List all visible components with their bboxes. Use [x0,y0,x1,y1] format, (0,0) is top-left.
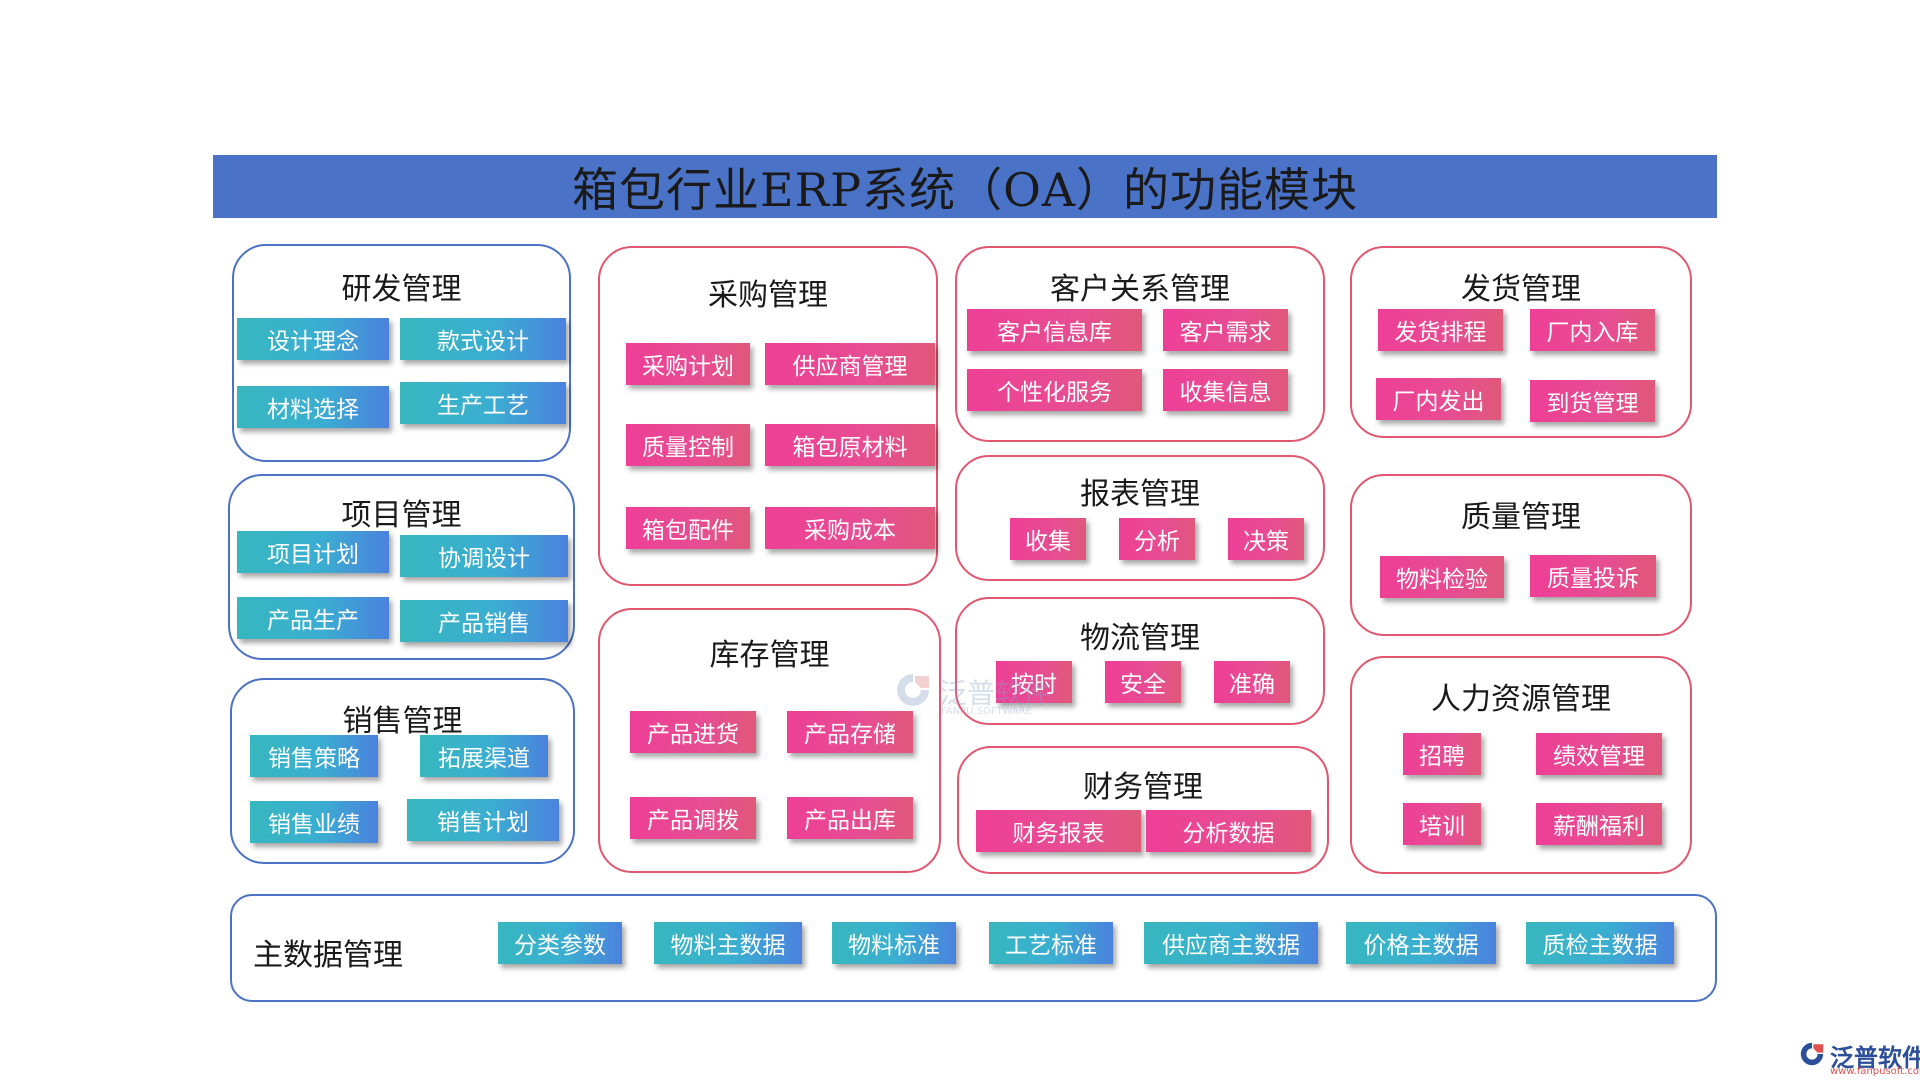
tag-hr-salary[interactable]: 薪酬福利 [1536,803,1662,845]
tag-master-material[interactable]: 物料主数据 [654,922,802,964]
tag-purchase-plan[interactable]: 采购计划 [626,343,750,385]
tag-sales-plan[interactable]: 销售计划 [407,799,559,841]
tag-quality-complaint[interactable]: 质量投诉 [1530,555,1656,597]
brand-name: 泛普软件 [1830,1043,1920,1072]
tag-sales-channel[interactable]: 拓展渠道 [420,735,548,777]
tag-crm-info[interactable]: 客户信息库 [967,309,1142,351]
panel-quality: 质量管理 [1350,474,1692,636]
tag-purchase-parts[interactable]: 箱包配件 [626,507,750,549]
tag-purchase-supplier[interactable]: 供应商管理 [765,343,935,385]
tag-shipping-schedule[interactable]: 发货排程 [1378,309,1503,351]
tag-shipping-factory-out[interactable]: 厂内发出 [1376,378,1501,420]
title-bar: 箱包行业ERP系统（OA）的功能模块 [213,155,1717,218]
tag-inventory-out[interactable]: 产品出库 [787,797,913,839]
panel-title-report: 报表管理 [1080,477,1200,512]
tag-master-supplier[interactable]: 供应商主数据 [1144,922,1318,964]
tag-inventory-transfer[interactable]: 产品调拨 [630,797,756,839]
tag-master-qc[interactable]: 质检主数据 [1526,922,1674,964]
panel-title-master: 主数据管理 [253,938,403,973]
tag-report-collect[interactable]: 收集 [1010,518,1086,560]
panel-title-shipping: 发货管理 [1461,272,1581,307]
panel-title-crm: 客户关系管理 [1050,272,1230,307]
tag-master-material-std[interactable]: 物料标准 [832,922,956,964]
tag-crm-personal[interactable]: 个性化服务 [967,369,1142,411]
tag-rd-material-select[interactable]: 材料选择 [237,386,389,428]
tag-shipping-arrival[interactable]: 到货管理 [1530,380,1655,422]
tag-crm-needs[interactable]: 客户需求 [1163,309,1288,351]
tag-purchase-quality[interactable]: 质量控制 [626,424,750,466]
tag-inventory-store[interactable]: 产品存储 [787,711,913,753]
tag-project-coord[interactable]: 协调设计 [400,535,568,577]
tag-inventory-in[interactable]: 产品进货 [630,711,756,753]
tag-rd-style-design[interactable]: 款式设计 [400,318,566,360]
tag-shipping-factory-in[interactable]: 厂内入库 [1530,309,1655,351]
panel-title-project: 项目管理 [341,498,462,533]
tag-sales-performance[interactable]: 销售业绩 [250,801,378,843]
tag-hr-recruit[interactable]: 招聘 [1403,733,1481,775]
tag-quality-inspect[interactable]: 物料检验 [1380,556,1504,598]
tag-finance-report[interactable]: 财务报表 [976,810,1141,852]
tag-master-category[interactable]: 分类参数 [498,922,622,964]
panel-title-sales: 销售管理 [342,704,463,739]
tag-project-produce[interactable]: 产品生产 [237,597,389,639]
panel-title-inventory: 库存管理 [709,638,830,673]
tag-purchase-raw-material[interactable]: 箱包原材料 [765,424,935,466]
tag-purchase-cost[interactable]: 采购成本 [765,507,935,549]
tag-master-price[interactable]: 价格主数据 [1346,922,1496,964]
panel-title-hr: 人力资源管理 [1431,682,1611,717]
tag-finance-analyze[interactable]: 分析数据 [1146,810,1311,852]
tag-hr-training[interactable]: 培训 [1403,803,1481,845]
panel-title-logistics: 物流管理 [1080,621,1200,656]
tag-logistics-ontime[interactable]: 按时 [996,661,1072,703]
tag-rd-design-concept[interactable]: 设计理念 [237,318,389,360]
tag-crm-collect[interactable]: 收集信息 [1163,369,1288,411]
panel-title-quality: 质量管理 [1461,500,1581,535]
brand-logo-icon [1800,1042,1824,1066]
tag-sales-strategy[interactable]: 销售策略 [250,735,378,777]
panel-title-rd: 研发管理 [341,272,462,307]
panel-title-purchase: 采购管理 [708,278,828,313]
tag-project-sell[interactable]: 产品销售 [400,600,568,642]
tag-rd-process[interactable]: 生产工艺 [400,382,566,424]
panel-title-finance: 财务管理 [1083,770,1203,805]
tag-hr-performance[interactable]: 绩效管理 [1536,733,1662,775]
tag-project-plan[interactable]: 项目计划 [237,531,389,573]
tag-logistics-safe[interactable]: 安全 [1105,661,1181,703]
tag-master-process-std[interactable]: 工艺标准 [989,922,1113,964]
tag-report-analyze[interactable]: 分析 [1119,518,1195,560]
brand-url: www.fanpusoft.com [1830,1066,1920,1077]
tag-report-decide[interactable]: 决策 [1228,518,1304,560]
page-title: 箱包行业ERP系统（OA）的功能模块 [571,162,1359,217]
tag-logistics-accurate[interactable]: 准确 [1214,661,1290,703]
